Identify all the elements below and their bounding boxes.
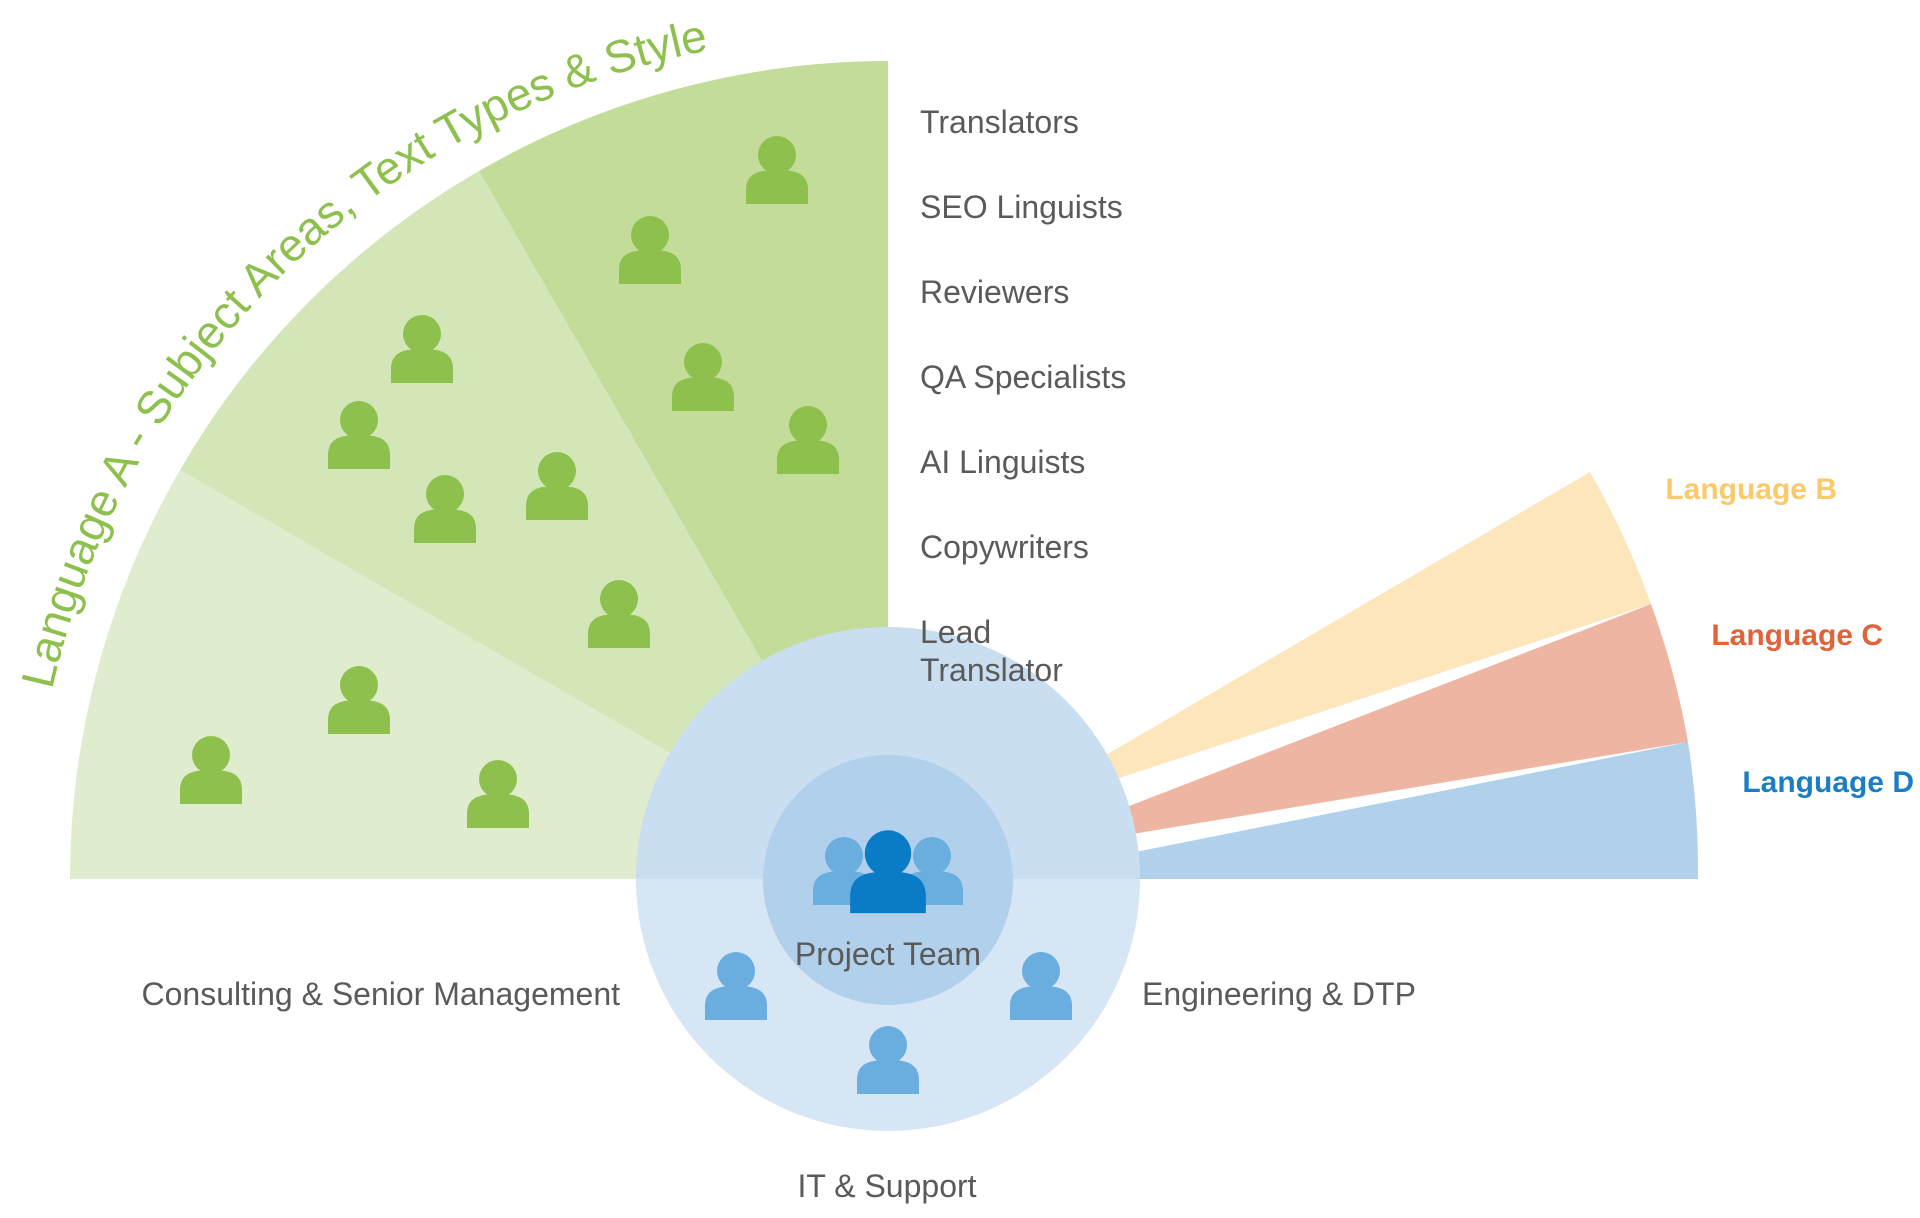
dept-it-support: IT & Support: [797, 1168, 976, 1204]
project-team-label: Project Team: [795, 936, 981, 972]
dept-engineering: Engineering & DTP: [1142, 976, 1416, 1012]
support-circle-top: [636, 627, 1140, 879]
language-b-label: Language B: [1665, 473, 1837, 506]
role-list: Translators SEO Linguists Reviewers QA S…: [920, 104, 1126, 688]
language-c-label: Language C: [1711, 619, 1883, 652]
language-d-fan: [1000, 742, 1699, 879]
role-reviewers: Reviewers: [920, 274, 1069, 310]
language-d-label: Language D: [1742, 766, 1914, 799]
role-seo-linguists: SEO Linguists: [920, 189, 1123, 225]
role-qa-specialists: QA Specialists: [920, 359, 1126, 395]
role-ai-linguists: AI Linguists: [920, 444, 1085, 480]
language-b-fan: [1000, 472, 1651, 817]
role-translators: Translators: [920, 104, 1079, 140]
role-copywriters: Copywriters: [920, 529, 1089, 565]
dept-consulting: Consulting & Senior Management: [142, 976, 621, 1012]
language-c-fan: [1000, 604, 1688, 856]
group-icon: [813, 830, 963, 914]
role-lead: Lead: [920, 614, 991, 650]
role-translator: Translator: [920, 652, 1063, 688]
